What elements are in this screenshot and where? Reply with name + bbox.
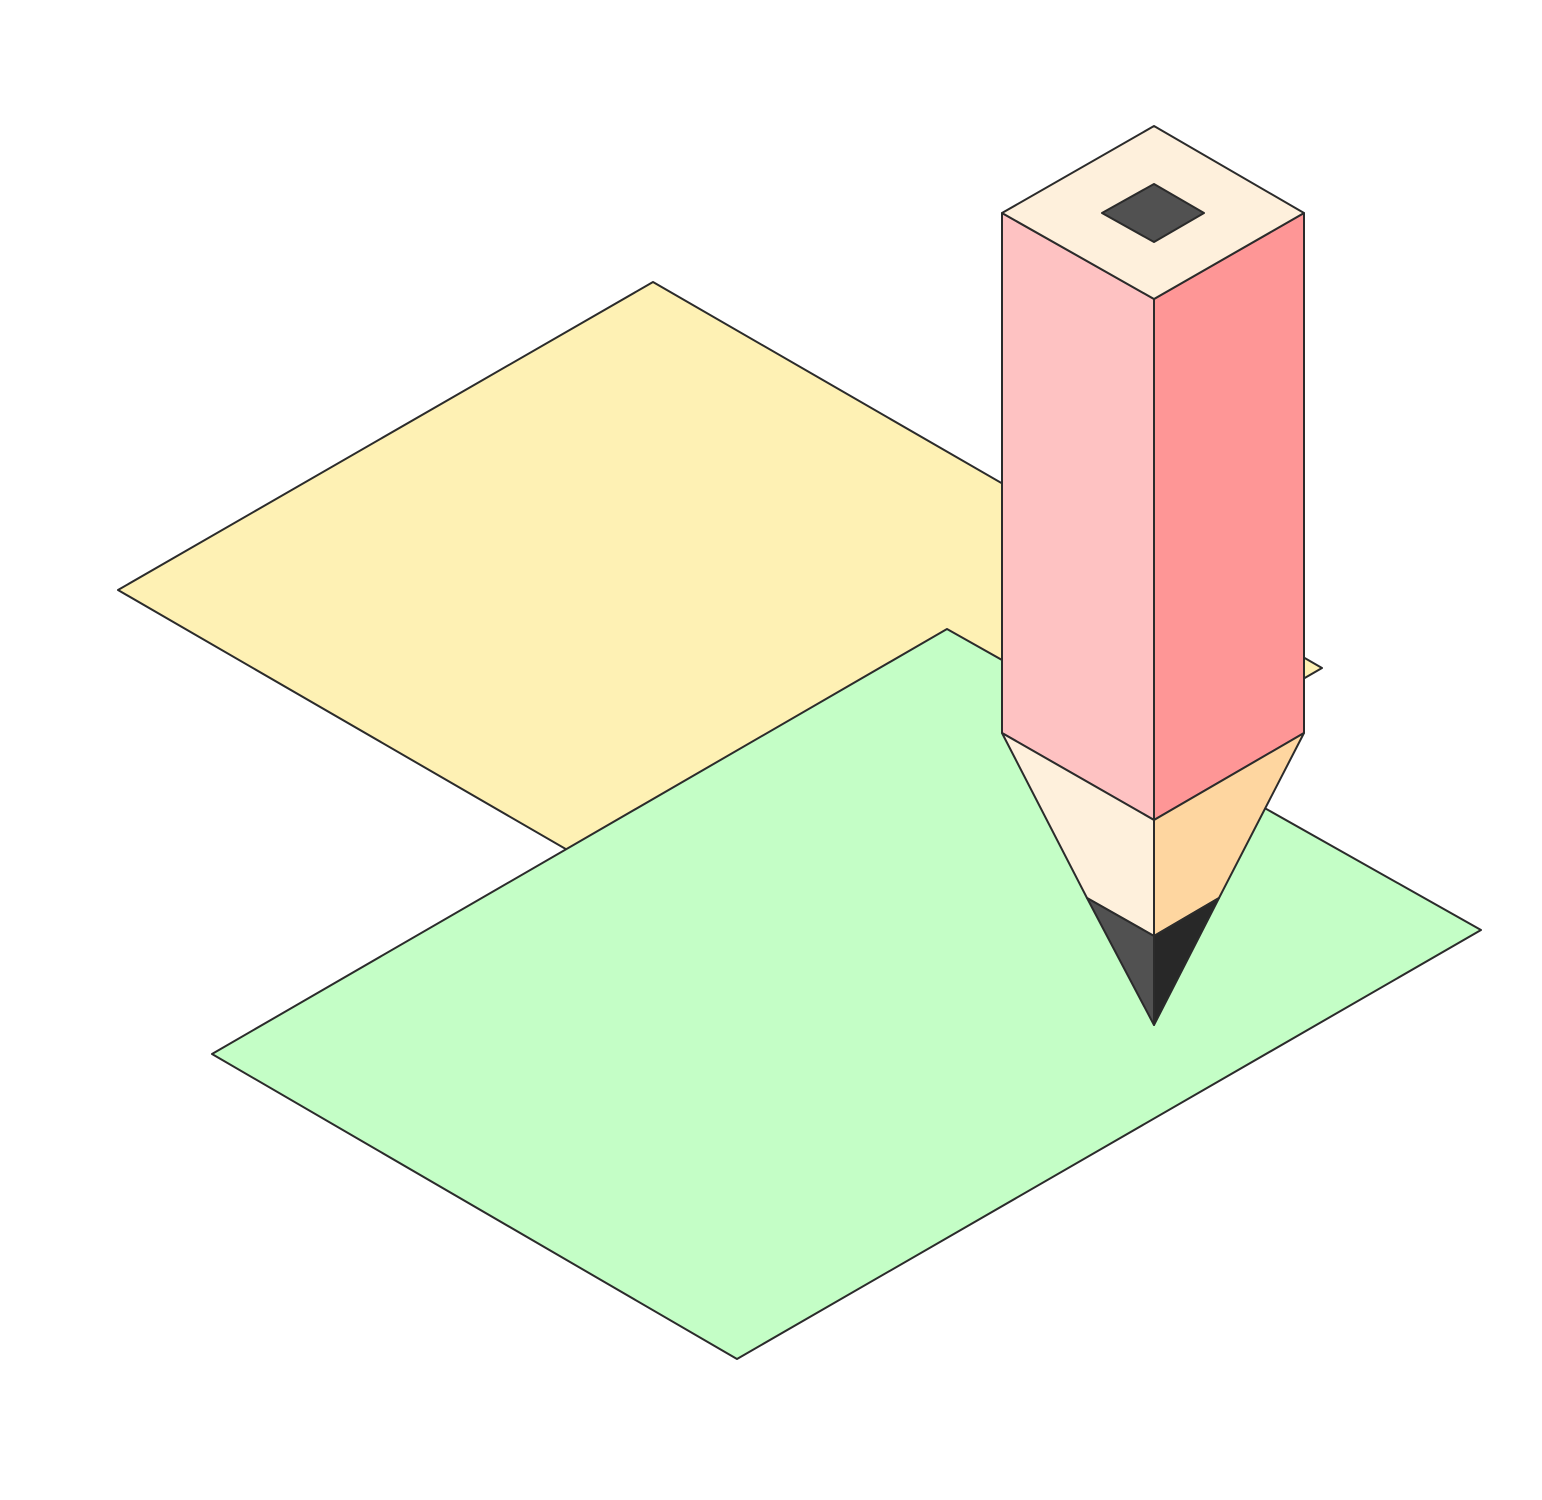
pencil-body-left-face [1001,212,1155,821]
pencil-body-right-face [1153,212,1305,821]
pencil-icon [1001,125,1305,1026]
pencil-graphite-tip-right [1153,897,1220,1026]
pencil-end-lead [1101,183,1205,243]
